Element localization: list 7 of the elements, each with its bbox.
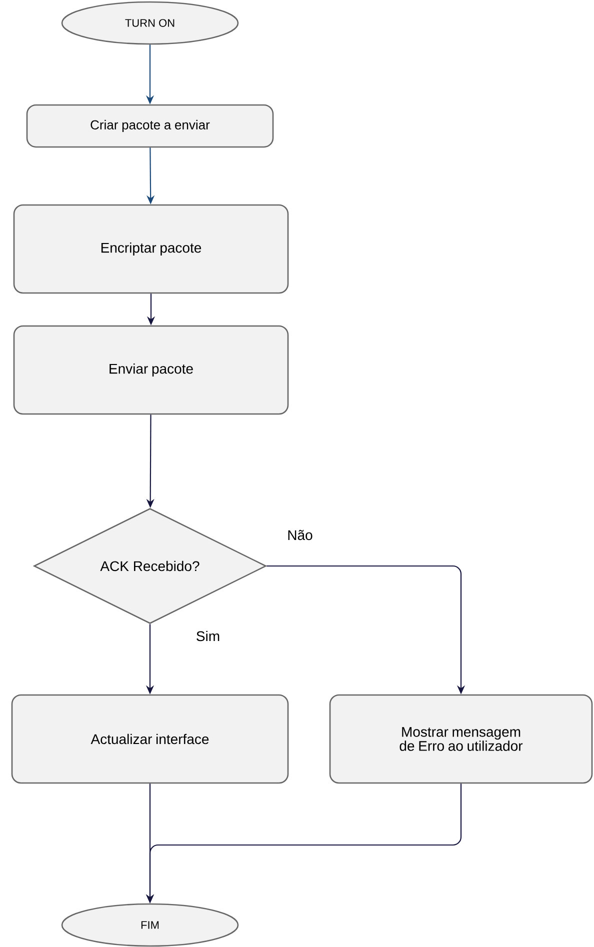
process-box: Enviar pacote [13, 325, 289, 415]
edge-label: Sim [194, 630, 222, 642]
process-box: Actualizar interface [11, 694, 289, 784]
process-box: Criar pacote a enviar [26, 104, 274, 148]
process-box: Mostrar mensagem de Erro ao utilizador [329, 694, 593, 784]
process-box: Encriptar pacote [13, 204, 289, 294]
edge-label: Não [286, 528, 314, 542]
